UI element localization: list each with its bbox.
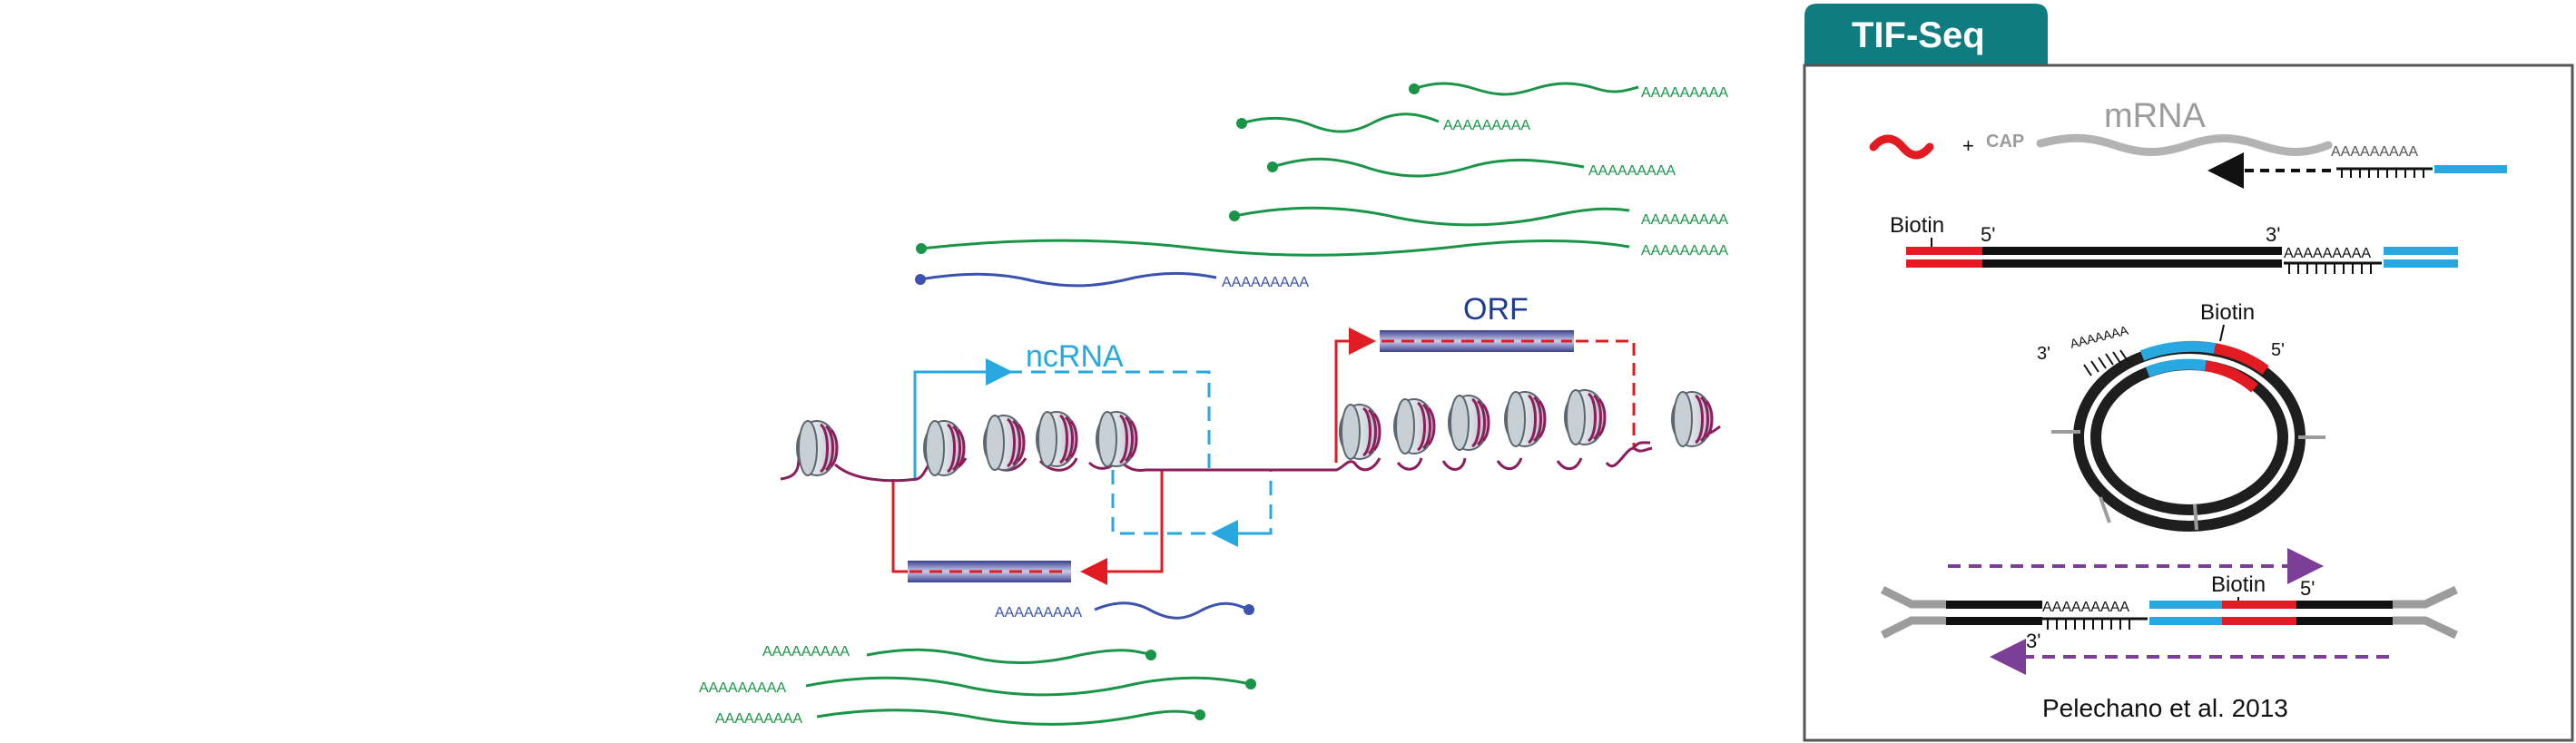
frag-polya: AAAAAAAAA (2042, 600, 2129, 615)
nucleosome (1504, 391, 1547, 447)
three-prime-2: 3' (2037, 344, 2050, 364)
nucleosome (1096, 411, 1138, 467)
transcript-7: AAAAAAAAA (699, 676, 1256, 697)
five-prime-2: 5' (2271, 340, 2285, 360)
step-sequencing: Biotin 5' AAAAAAAAA 3' (1880, 548, 2458, 675)
polya-5: AAAAAAAAA (1641, 243, 1728, 259)
panel-tab (1804, 4, 2048, 65)
nucleosomes (796, 389, 1714, 476)
transcript-8: AAAAAAAAA (715, 709, 1205, 727)
transcript-3: AAAAAAAAA (1267, 157, 1676, 179)
biotin-label-3: Biotin (2211, 572, 2266, 597)
ncrna-transcription: ncRNA (913, 339, 1273, 547)
nucleosome (1564, 389, 1607, 445)
panel-title: TIF-Seq (1852, 15, 1985, 55)
step-circularization: Biotin 3' 5' AAAAAAA (2037, 300, 2325, 532)
polya-1: AAAAAAAAA (1641, 85, 1728, 101)
polya-6: AAAAAAAAA (762, 644, 850, 660)
antisense-transcription (891, 470, 1164, 585)
upper-transcripts: AAAAAAAAA AAAAAAAAA AAAAAAAAA AAAAAAAAA (915, 82, 1728, 290)
transcript-5: AAAAAAAAA (916, 239, 1728, 259)
three-prime-3: 3' (2026, 630, 2040, 652)
polya-4: AAAAAAAAA (1641, 212, 1728, 228)
orf-label: ORF (1463, 292, 1529, 327)
five-prime-1: 5' (1981, 223, 1995, 246)
transcript-4: AAAAAAAAA (1229, 206, 1728, 228)
nucleosome (1448, 395, 1490, 451)
transcript-6: AAAAAAAAA (762, 644, 1156, 665)
citation: Pelechano et al. 2013 (2042, 694, 2288, 722)
nucleosome (1671, 391, 1714, 447)
orf-transcription: ORF (1334, 292, 1636, 463)
transcript-blue-lower: AAAAAAAAA (995, 601, 1254, 621)
nucleosome (923, 420, 966, 476)
circle-polya: AAAAAAA (2069, 322, 2130, 350)
circle-outer (2073, 343, 2306, 532)
transcript-diagram: AAAAAAAAA AAAAAAAAA AAAAAAAAA AAAAAAAAA (699, 82, 1728, 727)
tif-seq-panel: TIF-Seq + CAP mRNA AAAAAAAAA Biotin 5' 3… (1803, 4, 2574, 742)
plus-sign: + (1962, 134, 1974, 157)
step-ligation: Biotin 5' 3' AAAAAAAAA (1890, 213, 2458, 274)
polyt-ticks-1 (2341, 169, 2424, 178)
mrna-label: mRNA (2104, 97, 2207, 135)
cyan-adapter-1 (2434, 165, 2507, 173)
five-prime-3: 5' (2300, 577, 2315, 600)
red-oligo (1869, 134, 1934, 160)
polya-blue-lower: AAAAAAAAA (995, 605, 1082, 621)
nucleosome (983, 415, 1026, 471)
biotin-label-1: Biotin (1890, 213, 1944, 238)
polya-8: AAAAAAAAA (715, 711, 802, 727)
lower-transcripts: AAAAAAAAA AAAAAAAAA AAAAAAAAA (699, 644, 1256, 727)
panel-frame (1803, 64, 2574, 742)
cap-label: CAP (1986, 132, 2024, 152)
step-capture: + CAP mRNA AAAAAAAAA (1869, 97, 2507, 189)
ds-polya: AAAAAAAAA (2284, 246, 2371, 261)
transcript-1: AAAAAAAAA (1409, 82, 1728, 101)
polya-3: AAAAAAAAA (1588, 163, 1676, 179)
nucleosome (1393, 398, 1436, 455)
mrna-strand (2036, 133, 2333, 156)
three-prime-1: 3' (2266, 223, 2280, 246)
polya-2: AAAAAAAAA (1443, 118, 1530, 133)
polya-7: AAAAAAAAA (699, 680, 786, 696)
nucleosome (1339, 404, 1381, 460)
mrna-polya: AAAAAAAAA (2331, 144, 2418, 160)
ncrna-label: ncRNA (1026, 339, 1124, 374)
nucleosome (796, 420, 839, 476)
biotin-label-2: Biotin (2200, 300, 2255, 325)
polyt-ticks-2 (2288, 263, 2372, 274)
nucleosome (1036, 411, 1078, 467)
polya-blue-upper: AAAAAAAAA (1222, 275, 1309, 290)
polyt-ticks-3 (2047, 619, 2130, 630)
transcript-blue-upper: AAAAAAAAA (915, 271, 1309, 290)
transcript-2: AAAAAAAAA (1236, 112, 1530, 133)
